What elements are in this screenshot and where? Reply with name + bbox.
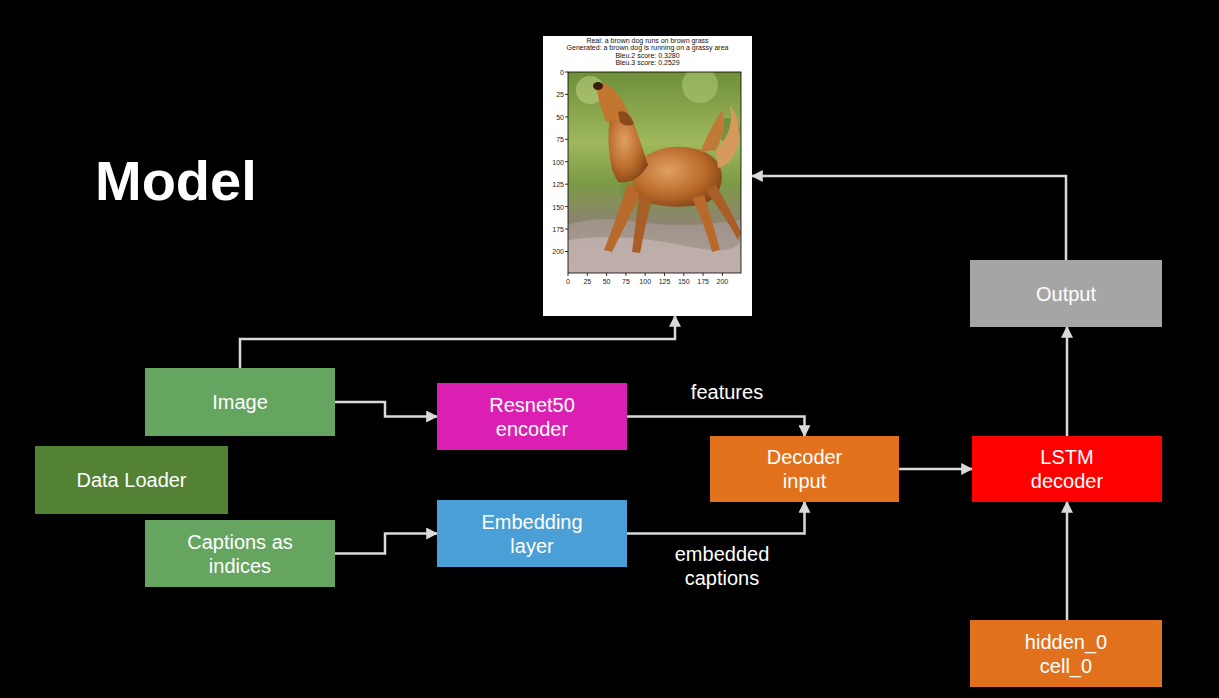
box-label: Data Loader xyxy=(76,468,186,492)
axis-tick-label: 125 xyxy=(552,181,564,188)
axis-tick-label: 75 xyxy=(556,136,564,143)
flow-arrow xyxy=(899,468,972,471)
axis-tick-label: 175 xyxy=(697,278,709,285)
flow-arrow xyxy=(1066,502,1069,620)
box-label: Image xyxy=(212,390,268,414)
loader-box: Data Loader xyxy=(35,446,228,514)
edge-label: embedded captions xyxy=(657,542,787,590)
flow-arrow xyxy=(752,176,1066,260)
axis-tick-label: 150 xyxy=(678,278,690,285)
process-box: Decoder input xyxy=(710,436,899,502)
figure-panel xyxy=(543,36,752,316)
state-box: hidden_0 cell_0 xyxy=(970,620,1162,687)
box-label: LSTM decoder xyxy=(1017,445,1117,493)
box-label: hidden_0 cell_0 xyxy=(1016,630,1116,678)
axis-tick-label: 50 xyxy=(556,113,564,120)
embedding-box: Embedding layer xyxy=(437,500,627,567)
axis-tick-label: 200 xyxy=(552,248,564,255)
axis-tick-label: 175 xyxy=(552,226,564,233)
axis-ticks xyxy=(565,72,722,276)
axis-tick-label: 75 xyxy=(622,278,630,285)
result-plot-figure: Real: a brown dog runs on brown grassGen… xyxy=(543,36,752,316)
flow-arrow xyxy=(335,402,437,417)
flow-arrow xyxy=(335,534,437,554)
box-label: Embedding layer xyxy=(477,510,587,558)
plot-title-line: Generated: a brown dog is running on a g… xyxy=(567,44,729,51)
axis-tick-label: 200 xyxy=(717,278,729,285)
input-box: Image xyxy=(145,368,335,436)
plot-title-line: Bleu.3 score: 0.2529 xyxy=(615,59,679,66)
output-box: Output xyxy=(970,260,1162,327)
decoder-box: LSTM decoder xyxy=(972,436,1162,502)
axis-tick-label: 100 xyxy=(639,278,651,285)
dog-photo xyxy=(568,72,741,273)
box-label: Captions as indices xyxy=(185,530,295,578)
axis-tick-label: 25 xyxy=(583,278,591,285)
flow-arrow xyxy=(1066,327,1069,436)
box-label: Resnet50 encoder xyxy=(477,393,587,441)
flow-arrow xyxy=(627,502,805,534)
slide-title: Model xyxy=(95,150,257,212)
edge-label: features xyxy=(657,380,797,404)
encoder-box: Resnet50 encoder xyxy=(437,383,627,450)
input-box: Captions as indices xyxy=(145,520,335,587)
box-label: Decoder input xyxy=(755,445,855,493)
flow-arrow xyxy=(627,417,805,437)
plot-title-line: Bleu.2 score: 0.3280 xyxy=(615,52,679,59)
plot-axes xyxy=(568,72,741,273)
axis-tick-label: 50 xyxy=(603,278,611,285)
flow-arrow xyxy=(240,316,675,368)
axis-tick-label: 150 xyxy=(552,203,564,210)
axis-tick-label: 125 xyxy=(659,278,671,285)
axis-tick-label: 100 xyxy=(552,158,564,165)
plot-title-line: Real: a brown dog runs on brown grass xyxy=(586,37,708,44)
axis-tick-label: 25 xyxy=(556,91,564,98)
box-label: Output xyxy=(1036,282,1096,306)
axis-tick-label: 0 xyxy=(560,69,564,76)
axis-tick-label: 0 xyxy=(566,278,570,285)
